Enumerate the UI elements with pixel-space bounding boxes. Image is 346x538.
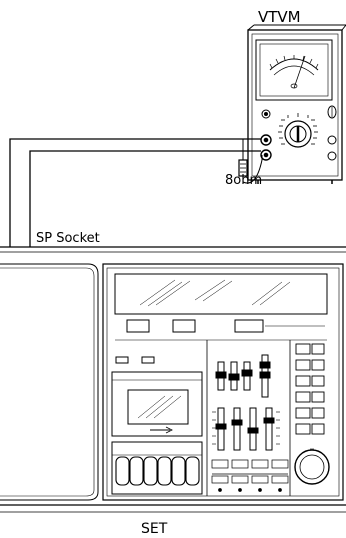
display-window — [114, 273, 328, 315]
selector-buttons — [295, 343, 325, 435]
vtvm-label: VTVM — [258, 8, 301, 26]
upper-sliders — [215, 354, 271, 398]
meter-face — [255, 39, 333, 101]
adjust-knob-1 — [327, 135, 337, 145]
input-jack-2 — [260, 149, 272, 161]
indicator-window-2 — [172, 319, 196, 333]
adjust-knob-2 — [327, 151, 337, 161]
function-buttons — [211, 459, 289, 492]
lead-wire-2 — [29, 150, 261, 247]
power-switch — [327, 105, 337, 119]
transport-keys — [115, 456, 200, 486]
main-unit — [102, 263, 344, 501]
volume-knob — [294, 448, 330, 485]
vtvm-meter — [247, 24, 346, 184]
transport-key-panel — [111, 441, 203, 495]
meter-needle — [293, 55, 306, 89]
indicator-window-3 — [234, 319, 264, 333]
cassette-deck — [111, 371, 203, 437]
resistor-label: 8ohm — [225, 173, 262, 188]
set-label: SET — [141, 521, 168, 537]
load-resistor — [238, 139, 263, 184]
cassette-window — [127, 389, 189, 425]
test-leads — [9, 138, 261, 247]
sp-socket-label: SP Socket — [36, 231, 100, 246]
small-button-2 — [141, 356, 155, 364]
range-selector-knob — [284, 120, 312, 148]
small-button-1 — [115, 356, 129, 364]
zero-adjust-knob — [261, 109, 271, 119]
left-speaker-panel — [0, 263, 99, 501]
audio-set — [0, 246, 346, 513]
equalizer-sliders — [212, 407, 280, 451]
input-jack-1 — [260, 134, 272, 146]
range-scale-marks — [278, 113, 318, 145]
indicator-window-1 — [126, 319, 150, 333]
lead-wire-1 — [9, 138, 261, 247]
